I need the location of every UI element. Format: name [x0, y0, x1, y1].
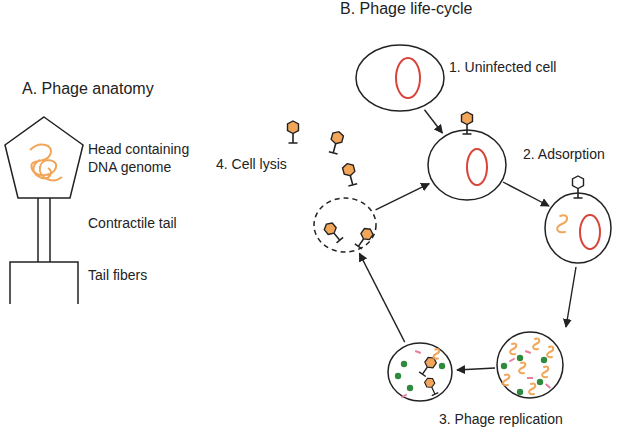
cell-node: 4. Cell lysis [313, 197, 377, 253]
phage [354, 226, 375, 249]
protein-fragment [401, 395, 406, 398]
phage-dna [547, 347, 553, 358]
phage-head [424, 376, 436, 389]
cell-membrane [356, 45, 444, 111]
phage-protein [395, 373, 401, 379]
bacterial-chromosome [396, 58, 420, 98]
stage-label: 4. Cell lysis [216, 155, 287, 173]
cell-outline [355, 44, 445, 112]
phage-dna [529, 384, 535, 395]
phage-head [288, 121, 299, 134]
phage-head [322, 221, 338, 237]
cell-membrane [314, 198, 376, 252]
phage-tail [331, 231, 343, 243]
phage-protein [517, 355, 523, 361]
phage-protein [501, 363, 507, 369]
phage-dna [519, 363, 525, 374]
cell-outline [427, 129, 507, 201]
cell-membrane [545, 193, 611, 263]
phage-head [573, 176, 584, 189]
part-label: Head containing DNA genome [88, 140, 206, 176]
phage-head [462, 112, 473, 125]
phage-dna [503, 375, 509, 386]
phage-head [423, 355, 438, 370]
protein-fragment [415, 351, 421, 353]
phage-protein [517, 389, 523, 395]
phage [424, 376, 439, 396]
phage-head [342, 162, 356, 177]
phage [418, 355, 437, 377]
phage [573, 176, 584, 198]
phage-tail [463, 125, 472, 135]
cycle-arrow [566, 267, 576, 327]
phage-dna [510, 344, 516, 355]
stage-label: 3. Phage replication [439, 410, 563, 428]
bacterial-chromosome [467, 149, 487, 185]
phage-tail [346, 175, 357, 187]
phage-tail [419, 365, 431, 377]
stage-label: 1. Uninfected cell [449, 58, 556, 76]
protein-fragment [509, 359, 514, 362]
part-label: Tail fibers [88, 266, 147, 284]
cell-membrane [428, 130, 506, 200]
phage-dna [434, 349, 440, 359]
protein-fragment [527, 377, 533, 379]
phage [288, 121, 299, 143]
cell-node: 2. Adsorption [427, 129, 507, 201]
cell-node: 1. Uninfected cell [355, 44, 445, 112]
phage-dna [557, 215, 567, 232]
cycle-arrow [424, 110, 442, 133]
cycle-arrow [359, 253, 404, 342]
cell-outline [313, 197, 377, 253]
cycle-arrow [376, 184, 430, 210]
part-label: Contractile tail [88, 214, 177, 232]
protein-fragment [525, 351, 531, 353]
tail-fibers [10, 262, 78, 304]
phage [328, 130, 344, 154]
phage-dna [542, 367, 548, 378]
phage-dna [533, 339, 539, 350]
protein-fragment [546, 384, 551, 388]
phage-tail [289, 134, 298, 144]
phage-tail [355, 236, 367, 248]
phage-head [330, 130, 344, 145]
cell-membrane [388, 343, 452, 401]
cycle-arrow [457, 368, 495, 370]
contractile-tail [38, 198, 50, 262]
phage-tail [429, 386, 439, 396]
phage-protein [407, 385, 413, 391]
phage [342, 162, 358, 186]
head-capsid [5, 117, 83, 198]
dna-genome [30, 145, 62, 181]
cell-membrane [497, 332, 563, 398]
panel-heading: A. Phage anatomy [22, 80, 154, 98]
phage-protein [537, 379, 543, 385]
phage-head [359, 226, 374, 242]
phage-protein [439, 363, 445, 369]
panel-heading: B. Phage life-cycle [340, 0, 473, 18]
bacterial-chromosome [580, 215, 600, 249]
phage-tail [574, 189, 583, 199]
stage-label: 2. Adsorption [523, 145, 605, 163]
cell-node: 3. Phage replication [387, 342, 453, 402]
phage-tail [329, 143, 340, 155]
cycle-arrow [503, 182, 549, 206]
phage [322, 221, 343, 244]
phage [462, 112, 473, 134]
cell-outline [387, 342, 453, 402]
phage-protein [401, 361, 407, 367]
phage-protein [541, 357, 547, 363]
